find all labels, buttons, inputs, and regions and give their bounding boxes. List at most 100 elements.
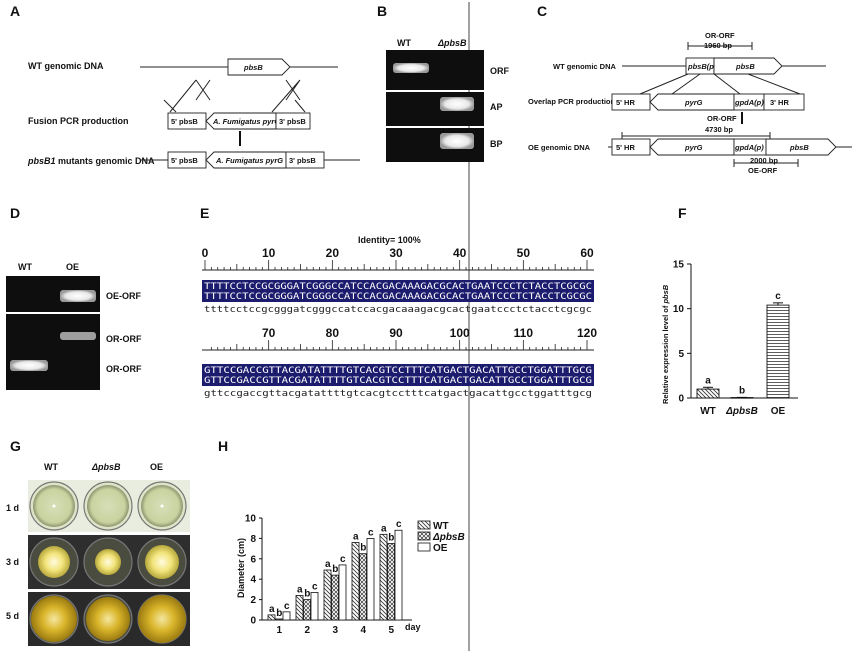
seq-row-1b: TTTTCCTCCGCGGGATCGGGCCATCCACGACAAAGACGCA… [204, 291, 592, 301]
scale1-label: 60 [580, 246, 594, 260]
gel-b-mutant-label: ΔpbsB [437, 38, 467, 48]
fusion-pcr-label: Fusion PCR production [28, 116, 129, 126]
gel-d-wt-label: WT [18, 262, 32, 272]
mutant-cassette: A. Fumigatus pyrG [215, 156, 283, 165]
fusion-3pbsb: 3' pbsB [279, 117, 306, 126]
panel-d-gel: WT OE OE-ORF OR-ORF OR-ORF [6, 262, 142, 390]
scale2-label: 110 [514, 326, 534, 340]
panel-g-plates: WT ΔpbsB OE 1 d 3 d 5 d [6, 462, 190, 646]
scale2-label: 100 [450, 326, 470, 340]
gel-d-band-or-orf-wt [10, 360, 48, 371]
h-y-tick-label: 6 [250, 554, 256, 565]
c-3hr-a: 3' HR [770, 98, 789, 107]
h-sig-letter: c [284, 601, 290, 612]
scale1-label: 40 [453, 246, 467, 260]
h-bar [310, 592, 319, 621]
c-bp-2000: 2000 bp [750, 156, 778, 165]
panel-label-h: H [218, 438, 228, 454]
fungal-colony [138, 595, 186, 643]
c-wt-genomic: WT genomic DNA [553, 62, 616, 71]
gel-d-label-oe-orf: OE-ORF [106, 291, 142, 301]
h-sig-letter: c [340, 554, 346, 565]
h-bar [303, 599, 311, 621]
c-gpda-b: gpdA(p) [734, 143, 764, 152]
panel-label-b: B [377, 3, 387, 19]
gel-b-row-bp: BP [490, 139, 503, 149]
f-x-tick-label: OE [771, 406, 786, 417]
c-oe-orf: OE-ORF [748, 166, 778, 175]
h-sig-letter: a [269, 604, 275, 615]
seq-row-1c: ttttcctccgcgggatcgggccatccacgacaaagacgca… [204, 304, 592, 314]
scale1-label: 20 [326, 246, 340, 260]
h-x-tick-label: 4 [360, 625, 366, 636]
fungal-colony [95, 549, 121, 575]
h-y-tick-label: 8 [250, 534, 256, 545]
h-legend-label: WT [433, 521, 449, 532]
gel-d-band-oe-orf [60, 290, 96, 302]
scale1-label: 0 [202, 246, 209, 260]
h-sig-letter: a [325, 559, 331, 570]
h-sig-letter: a [297, 585, 303, 596]
h-sig-letter: b [304, 589, 310, 600]
panel-label-f: F [678, 205, 687, 221]
panel-label-a: A [10, 3, 20, 19]
g-col-oe: OE [150, 462, 163, 472]
inoculum-spot [52, 504, 56, 508]
c-5hr-a: 5' HR [616, 98, 635, 107]
mutant-3pbsb: 3' pbsB [289, 156, 316, 165]
panel-f-chart: Relative expression level of pbsB 051015… [661, 260, 798, 417]
mutant-genomic-label: pbsB1 mutants genomic DNA [27, 156, 155, 166]
scale2-label: 80 [326, 326, 340, 340]
scale1-label: 50 [517, 246, 531, 260]
fungal-colony [86, 597, 130, 641]
h-bar [282, 611, 291, 621]
f-y-tick-label: 15 [673, 260, 685, 271]
fungal-colony [38, 546, 70, 578]
f-sig-letter: c [775, 291, 781, 302]
seq-row-1a: TTTTCCTCCGCGGGATCGGGCCATCCACGACAAAGACGCA… [204, 281, 592, 291]
g-row-5d: 5 d [6, 611, 19, 621]
agar-surface [87, 485, 129, 527]
g-col-mutant: ΔpbsB [91, 462, 121, 472]
mutant-5pbsb: 5' pbsB [171, 156, 198, 165]
wt-genomic-dna-label: WT genomic DNA [28, 61, 104, 71]
c-oe-genomic: OE genomic DNA [528, 143, 591, 152]
c-pbsb-b: pbsB [789, 143, 809, 152]
c-pbsb-promoter: pbsB(p) [687, 62, 717, 71]
panel-label-c: C [537, 3, 547, 19]
h-legend-label: OE [433, 543, 448, 554]
f-y-tick-label: 10 [673, 304, 685, 315]
gel-d-oe-label: OE [66, 262, 79, 272]
gel-d-band-or-orf-oe [60, 332, 96, 340]
h-bar [331, 574, 339, 621]
gel-b-band-orf [393, 63, 429, 73]
h-x-tick-label: 3 [332, 625, 338, 636]
c-bp-4730: 4730 bp [705, 125, 733, 134]
h-sig-letter: b [360, 543, 366, 554]
seq-row-2c: gttccgaccgttacgatattttgtcacgtcctttcatgac… [204, 388, 592, 398]
h-bar [387, 543, 395, 621]
c-gpda-a: gpdA(p) [734, 98, 764, 107]
h-sig-letter: b [388, 533, 394, 544]
c-pyrg-a: pyrG [684, 98, 703, 107]
h-legend-label: ΔpbsB [432, 532, 465, 543]
fusion-5pbsb: 5' pbsB [171, 117, 198, 126]
h-bar [379, 533, 388, 621]
h-sig-letter: a [353, 531, 359, 542]
pbsb-gene-label: pbsB [243, 63, 263, 72]
f-x-tick-label: ΔpbsB [725, 406, 758, 417]
gel-b-band-ap [440, 97, 474, 111]
pbsb-gene-arrow [227, 58, 291, 76]
h-bar [351, 542, 360, 621]
gel-d-label-or-orf-2: OR-ORF [106, 364, 142, 374]
f-y-tick-label: 5 [678, 349, 684, 360]
gel-b-row-ap: AP [490, 102, 503, 112]
h-x-axis-unit: day [405, 622, 421, 632]
h-sig-letter: b [332, 564, 338, 575]
panel-label-e: E [200, 205, 209, 221]
fungal-colony [31, 596, 77, 642]
